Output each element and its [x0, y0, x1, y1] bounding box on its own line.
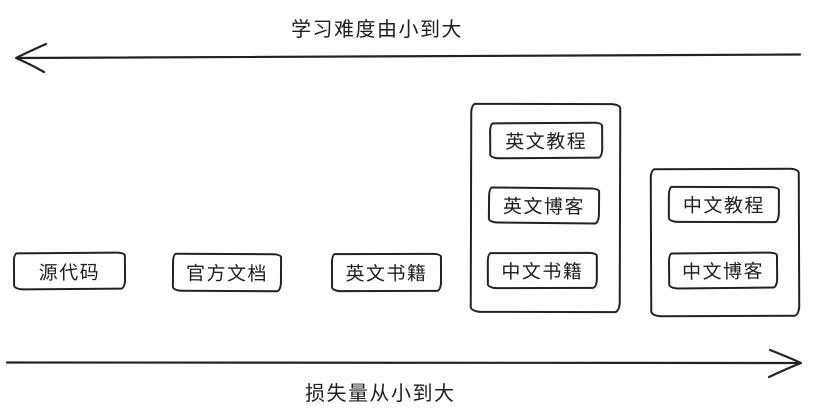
box-source-code-label: 源代码 — [38, 262, 101, 284]
box-source-code: 源代码 — [12, 251, 127, 291]
left-arrow-icon — [14, 42, 802, 74]
top-axis-label: 学习难度由小到大 — [291, 19, 463, 41]
bottom-axis-label: 损失量从小到大 — [305, 383, 456, 405]
box-official-docs: 官方文档 — [171, 252, 283, 293]
right-arrow-icon — [5, 348, 803, 379]
box-chinese-tutorial: 中文教程 — [667, 185, 780, 224]
box-chinese-books-label: 中文书籍 — [501, 261, 584, 284]
group-english-resources: 英文教程 英文博客 中文书籍 — [469, 102, 622, 314]
box-official-docs-label: 官方文档 — [185, 263, 269, 286]
box-english-blog: 英文博客 — [487, 186, 601, 225]
box-english-tutorial: 英文教程 — [489, 121, 604, 160]
box-chinese-blog: 中文博客 — [667, 251, 779, 290]
box-english-tutorial-label: 英文教程 — [505, 131, 588, 154]
box-chinese-tutorial-label: 中文教程 — [682, 195, 765, 218]
box-english-books-label: 英文书籍 — [345, 263, 428, 286]
box-chinese-blog-label: 中文博客 — [682, 261, 765, 284]
box-english-blog-label: 英文博客 — [502, 196, 586, 219]
box-english-books: 英文书籍 — [330, 252, 443, 293]
box-chinese-books: 中文书籍 — [486, 251, 598, 290]
group-chinese-resources: 中文教程 中文博客 — [649, 167, 801, 318]
